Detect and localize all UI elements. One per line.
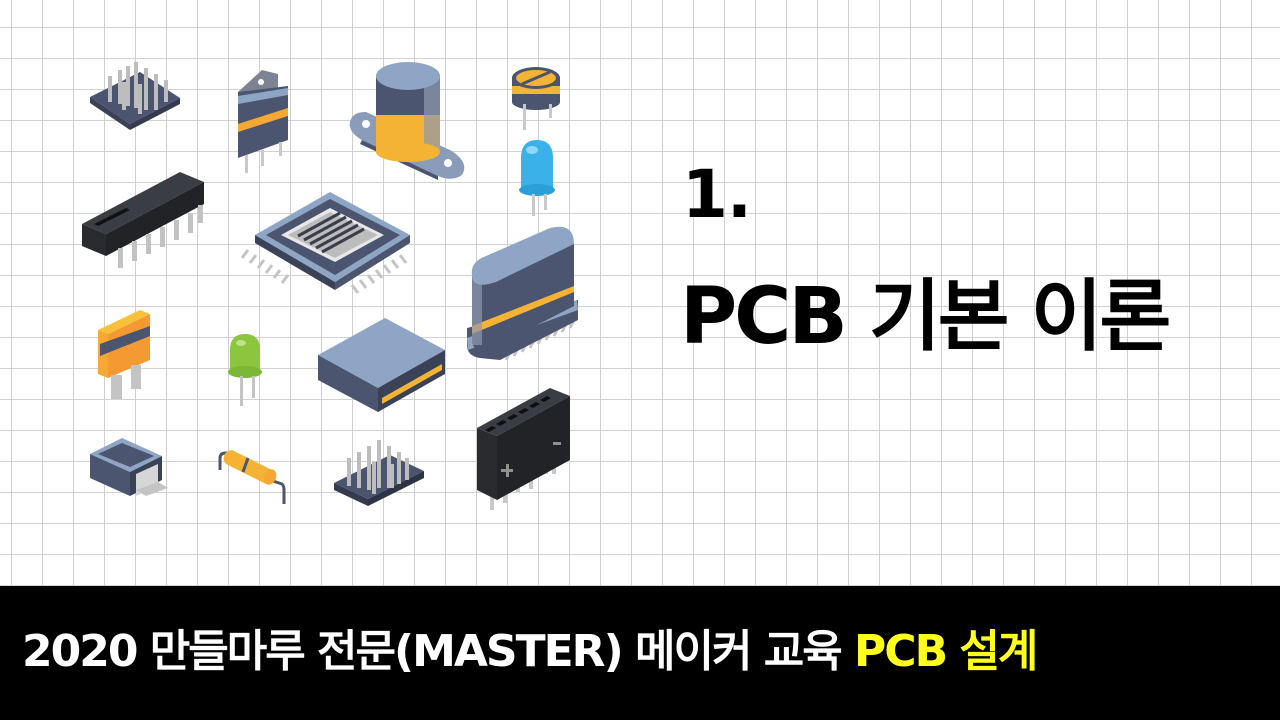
- banner-highlight: PCB 설계: [854, 626, 1038, 677]
- components-illustration: [82, 62, 578, 510]
- battery-holder-icon: [477, 388, 570, 510]
- inductor-icon: [90, 438, 168, 496]
- dip-switch-icon: [82, 172, 204, 268]
- resistor-icon: [218, 450, 286, 504]
- fuse-icon: [98, 310, 150, 399]
- regulator-icon: [238, 70, 288, 173]
- title-main: PCB 기본 이론: [680, 272, 1171, 362]
- capacitor-icon: [349, 62, 465, 180]
- footer-banner: 2020 만들마루 전문(MASTER) 메이커 교육 PCB 설계: [0, 586, 1280, 720]
- crystal-oscillator-icon: [467, 226, 578, 361]
- trimmer-icon: [512, 67, 560, 130]
- banner-prefix: 2020 만들마루 전문(MASTER) 메이커 교육: [22, 626, 855, 677]
- banner-text: 2020 만들마루 전문(MASTER) 메이커 교육 PCB 설계: [22, 626, 1038, 679]
- connector-icon: [318, 318, 445, 412]
- green-led-icon: [228, 334, 262, 406]
- blue-led-icon: [519, 140, 555, 216]
- pin-header-icon: [90, 62, 180, 130]
- grid-background: [0, 0, 1280, 586]
- pin-header-small-icon: [334, 440, 424, 506]
- title-number: 1.: [682, 156, 752, 233]
- microchip-icon: [240, 192, 410, 294]
